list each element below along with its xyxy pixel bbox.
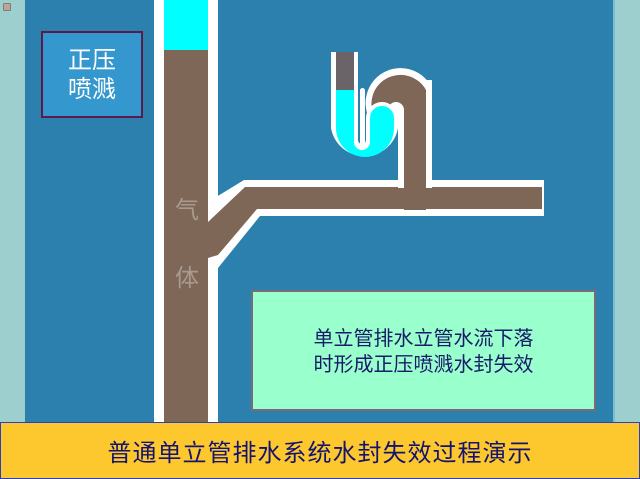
positive-pressure-splash-label: 正压 喷溅 xyxy=(41,31,143,118)
title-text: 普通单立管排水系统水封失效过程演示 xyxy=(107,439,533,467)
trap-air-pocket xyxy=(336,52,354,90)
gas-label-char-2: 体 xyxy=(175,264,199,292)
stage-right-edge xyxy=(613,0,615,422)
stack-pipe-fill xyxy=(164,50,208,422)
label-line-2: 喷溅 xyxy=(68,74,116,103)
explanation-line-2: 时形成正压喷溅水封失效 xyxy=(313,351,534,376)
label-line-1: 正压 xyxy=(68,45,116,74)
explanation-line-1: 单立管排水立管水流下落 xyxy=(313,325,534,350)
trap-inner-wall xyxy=(360,88,365,146)
stack-water-column xyxy=(164,0,208,50)
gas-label-char-1: 气 xyxy=(175,196,199,224)
title-banner: 普通单立管排水系统水封失效过程演示 xyxy=(0,422,640,479)
presentation-icon[interactable] xyxy=(3,3,11,11)
trap-water-seal xyxy=(336,90,394,157)
branch-pipe-fill xyxy=(208,187,542,258)
explanation-box: 单立管排水立管水流下落 时形成正压喷溅水封失效 xyxy=(251,290,596,411)
